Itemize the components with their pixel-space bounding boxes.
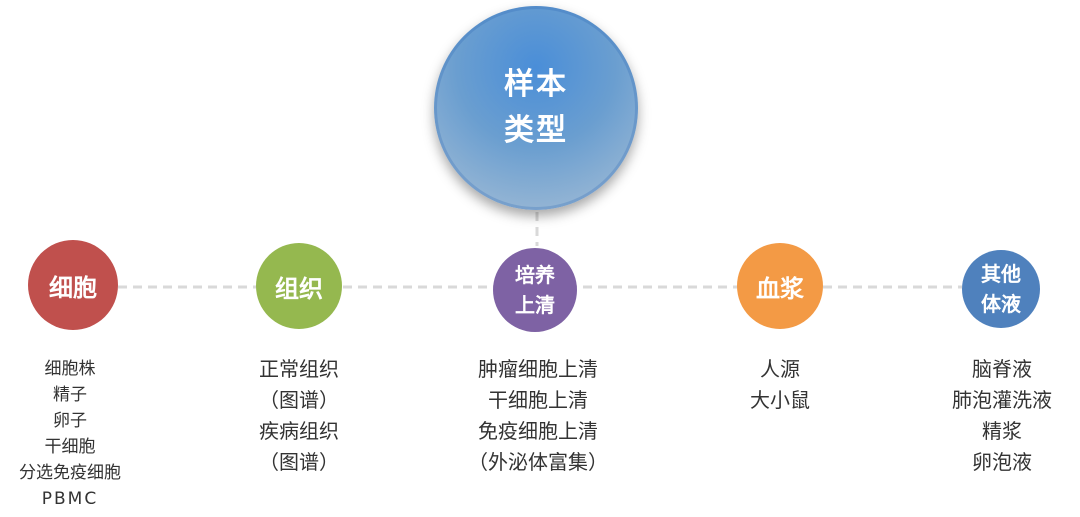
list-item: 卵泡液 <box>972 450 1032 474</box>
node-plasma: 血浆 <box>737 243 823 329</box>
cell-items-list: 细胞株 精子 卵子 干细胞 分选免疫细胞 PBMC <box>0 356 140 512</box>
other-body-fluids-items-list: 脑脊液 肺泡灌洗液 精浆 卵泡液 <box>925 354 1079 478</box>
list-item: 疾病组织 <box>259 419 339 443</box>
tissue-items-list: 正常组织 （图谱） 疾病组织 （图谱） <box>224 354 374 478</box>
list-item: 正常组织 <box>259 357 339 381</box>
list-item: 肿瘤细胞上清 <box>478 357 598 381</box>
list-item: 精子 <box>53 385 87 405</box>
list-item: （外泌体富集） <box>468 450 608 474</box>
list-item: （图谱） <box>259 450 339 474</box>
list-item: 卵子 <box>53 411 87 431</box>
node-cell-label: 细胞 <box>49 273 97 302</box>
node-plasma-label: 血浆 <box>756 274 804 303</box>
node-cell: 细胞 <box>28 240 118 330</box>
list-item: 分选免疫细胞 <box>19 463 121 483</box>
node-other-body-fluids: 其他体液 <box>962 250 1040 328</box>
list-item: （图谱） <box>259 388 339 412</box>
list-item: 肺泡灌洗液 <box>952 388 1052 412</box>
list-item: PBMC <box>41 489 99 509</box>
list-item: 人源 <box>760 357 800 381</box>
list-item: 干细胞上清 <box>488 388 588 412</box>
list-item: 精浆 <box>982 419 1022 443</box>
center-node-label: 样本类型 <box>504 67 568 148</box>
plasma-items-list: 人源 大小鼠 <box>720 354 840 416</box>
list-item: 大小鼠 <box>750 388 810 412</box>
list-item: 脑脊液 <box>972 357 1032 381</box>
node-culture-supernatant-label: 培养上清 <box>515 263 555 317</box>
node-tissue-label: 组织 <box>275 274 323 303</box>
list-item: 干细胞 <box>44 437 96 457</box>
list-item: 细胞株 <box>44 359 96 379</box>
center-node-sample-type: 样本类型 <box>434 6 638 210</box>
node-other-body-fluids-label: 其他体液 <box>981 262 1021 316</box>
list-item: 免疫细胞上清 <box>478 419 598 443</box>
node-tissue: 组织 <box>256 243 342 329</box>
node-culture-supernatant: 培养上清 <box>493 248 577 332</box>
culture-supernatant-items-list: 肿瘤细胞上清 干细胞上清 免疫细胞上清 （外泌体富集） <box>440 354 636 478</box>
